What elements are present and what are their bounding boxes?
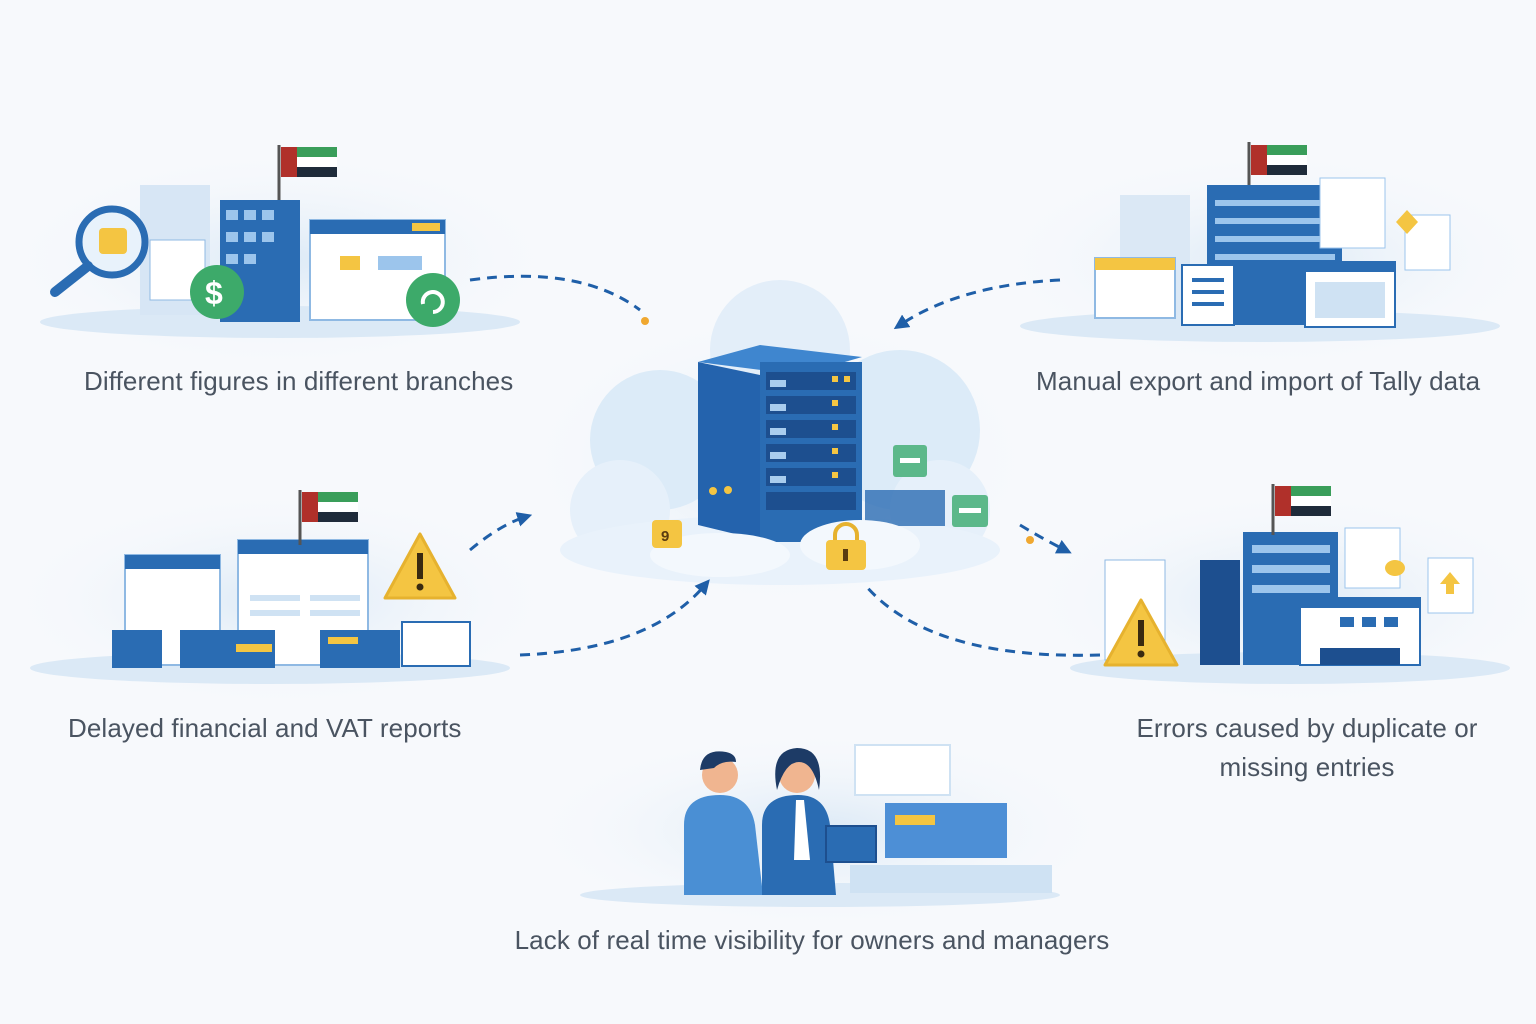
challenge-label-visibility: Lack of real time visibility for owners … — [514, 925, 1110, 955]
branch-buildings-icon: $ — [40, 145, 520, 338]
challenge-label-branches: Different figures in different branches — [84, 366, 514, 396]
challenge-label-errors: Errors caused by duplicate or missing en… — [1107, 709, 1507, 787]
warning-reports-icon — [30, 490, 510, 684]
challenge-label-errors-line2: missing entries — [1219, 752, 1395, 782]
svg-text:$: $ — [205, 275, 223, 311]
challenge-label-tally: Manual export and import of Tally data — [1036, 366, 1481, 396]
connector-arrows — [469, 274, 1101, 657]
warning-buildings-icon — [1070, 484, 1510, 684]
office-documents-icon — [1020, 142, 1500, 342]
challenge-label-errors-line1: Errors caused by duplicate or — [1136, 713, 1478, 743]
challenge-label-reports: Delayed financial and VAT reports — [68, 713, 462, 743]
cloud-server-icon: 9 — [560, 280, 1000, 585]
managers-dashboard-icon — [580, 744, 1060, 907]
svg-text:9: 9 — [661, 528, 669, 545]
